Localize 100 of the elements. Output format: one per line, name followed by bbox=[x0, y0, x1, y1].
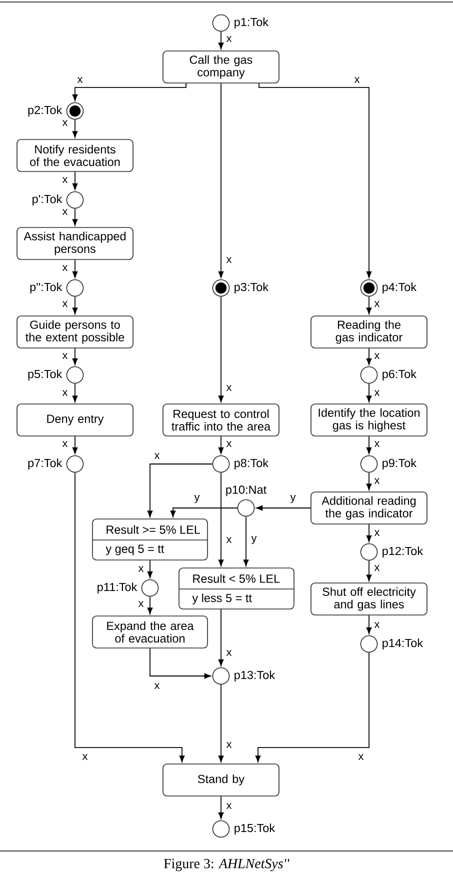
edge-label: x bbox=[62, 390, 68, 396]
transition-box: Guide persons to the extent possible bbox=[16, 316, 134, 348]
edge-label: x bbox=[374, 530, 380, 536]
edge-label: x bbox=[62, 352, 68, 360]
edge-label: x bbox=[226, 650, 232, 656]
transition-box: Result < 5% LEL y less 5 = tt bbox=[178, 568, 294, 610]
edge-label: x bbox=[82, 754, 88, 760]
transition-box: Stand by bbox=[162, 764, 280, 796]
arrow bbox=[147, 560, 153, 578]
edge-label: x bbox=[62, 120, 68, 126]
arrow bbox=[366, 614, 372, 634]
arrow bbox=[256, 505, 312, 511]
transition-box: Deny entry bbox=[16, 404, 134, 436]
arrow bbox=[72, 119, 78, 138]
arrow bbox=[218, 796, 224, 819]
edge-label: y bbox=[290, 494, 296, 504]
caption: Figure 3: AHLNetSys'' bbox=[164, 858, 290, 872]
edge-label: y bbox=[250, 535, 258, 545]
transition-box: Expand the area of evacuation bbox=[92, 616, 208, 648]
edge-label: x bbox=[374, 622, 380, 628]
place-label: p3:Tok bbox=[234, 282, 268, 294]
place-label: p4:Tok bbox=[382, 282, 416, 294]
transition-box: Additional reading the gas indicator bbox=[310, 492, 428, 524]
arrow bbox=[218, 684, 224, 762]
edge-label: x bbox=[226, 440, 232, 448]
arrow bbox=[72, 208, 78, 226]
arrow bbox=[366, 348, 372, 365]
arrow bbox=[170, 508, 238, 518]
place-label: p2:Tok bbox=[28, 106, 62, 116]
arrow bbox=[72, 259, 78, 278]
edge-label: x bbox=[226, 802, 232, 810]
edge-label: x bbox=[62, 440, 68, 448]
edge-label: x bbox=[154, 452, 160, 460]
transition-box: Notify residents of the evacuation bbox=[16, 139, 134, 172]
place-label: p13:Tok bbox=[234, 670, 276, 682]
arrow bbox=[366, 296, 372, 314]
arrow bbox=[366, 436, 372, 454]
edge-label: x bbox=[374, 478, 380, 484]
place-label: p6:Tok bbox=[382, 370, 416, 380]
place-label: p11:Tok bbox=[98, 582, 138, 594]
edge-label: x bbox=[62, 264, 68, 272]
arrow bbox=[366, 383, 372, 402]
edge-label: x bbox=[374, 300, 380, 308]
edge-label: x bbox=[154, 682, 160, 690]
arrow bbox=[218, 82, 224, 278]
edge-label: x bbox=[138, 566, 144, 572]
edge-label: x bbox=[226, 36, 232, 42]
edge-label: x bbox=[354, 76, 360, 84]
arrow bbox=[218, 436, 224, 454]
arrow bbox=[218, 608, 224, 666]
transition-box: Reading the gas indicator bbox=[310, 316, 428, 348]
arrow bbox=[258, 82, 372, 278]
edge-label: x bbox=[374, 564, 380, 572]
transition-box: Call the gas company bbox=[162, 50, 280, 84]
transition-box: Result >= 5% LEL y geq 5 = tt bbox=[92, 518, 208, 560]
place-label: p14:Tok bbox=[382, 638, 424, 650]
arrow bbox=[150, 648, 211, 679]
edge-label: x bbox=[374, 390, 380, 396]
place-label: p7:Tok bbox=[28, 458, 62, 470]
place-label: p12:Tok bbox=[382, 546, 424, 558]
edge-label: x bbox=[358, 754, 364, 760]
arrow bbox=[366, 524, 372, 542]
edge-label: x bbox=[226, 742, 232, 748]
arrow bbox=[243, 516, 249, 566]
arrow bbox=[147, 464, 213, 518]
edge-label: x bbox=[138, 600, 144, 608]
arrow bbox=[366, 472, 372, 490]
arrow bbox=[72, 348, 78, 365]
arrow bbox=[366, 560, 372, 582]
place-label: p'':Tok bbox=[30, 282, 62, 294]
arrow bbox=[218, 296, 224, 402]
place-label: p1:Tok bbox=[234, 18, 268, 28]
edge-label: x bbox=[226, 384, 232, 392]
arrow bbox=[147, 596, 153, 614]
place-label: p15:Tok bbox=[234, 824, 276, 834]
arrow bbox=[72, 296, 78, 314]
arrow bbox=[255, 652, 370, 762]
edge-label: x bbox=[226, 536, 232, 544]
transition-box: Identify the location gas is highest bbox=[310, 404, 428, 436]
place-label: p8:Tok bbox=[234, 458, 268, 470]
arrow bbox=[72, 436, 78, 454]
edge-label: x bbox=[374, 352, 380, 360]
arrow bbox=[218, 31, 224, 50]
arrow bbox=[72, 82, 186, 101]
place-label: p5:Tok bbox=[28, 370, 62, 380]
edge-label: x bbox=[62, 208, 68, 216]
transition-box: Request to control traffic into the area bbox=[162, 404, 280, 436]
place-label: p10:Nat bbox=[226, 486, 266, 496]
edge-label: x bbox=[62, 300, 68, 308]
arrow bbox=[74, 472, 185, 762]
edge-label: x bbox=[62, 176, 68, 184]
place-label: p':Tok bbox=[32, 194, 62, 206]
edge-label: x bbox=[226, 256, 232, 264]
transition-box: Assist handicapped persons bbox=[16, 227, 134, 260]
edge-label: y bbox=[194, 494, 200, 504]
edge-label: x bbox=[76, 76, 84, 84]
arrow bbox=[72, 171, 78, 190]
place-label: p9:Tok bbox=[382, 458, 416, 470]
arrow bbox=[218, 472, 224, 566]
transition-box: Shut off electricity and gas lines bbox=[310, 582, 428, 616]
